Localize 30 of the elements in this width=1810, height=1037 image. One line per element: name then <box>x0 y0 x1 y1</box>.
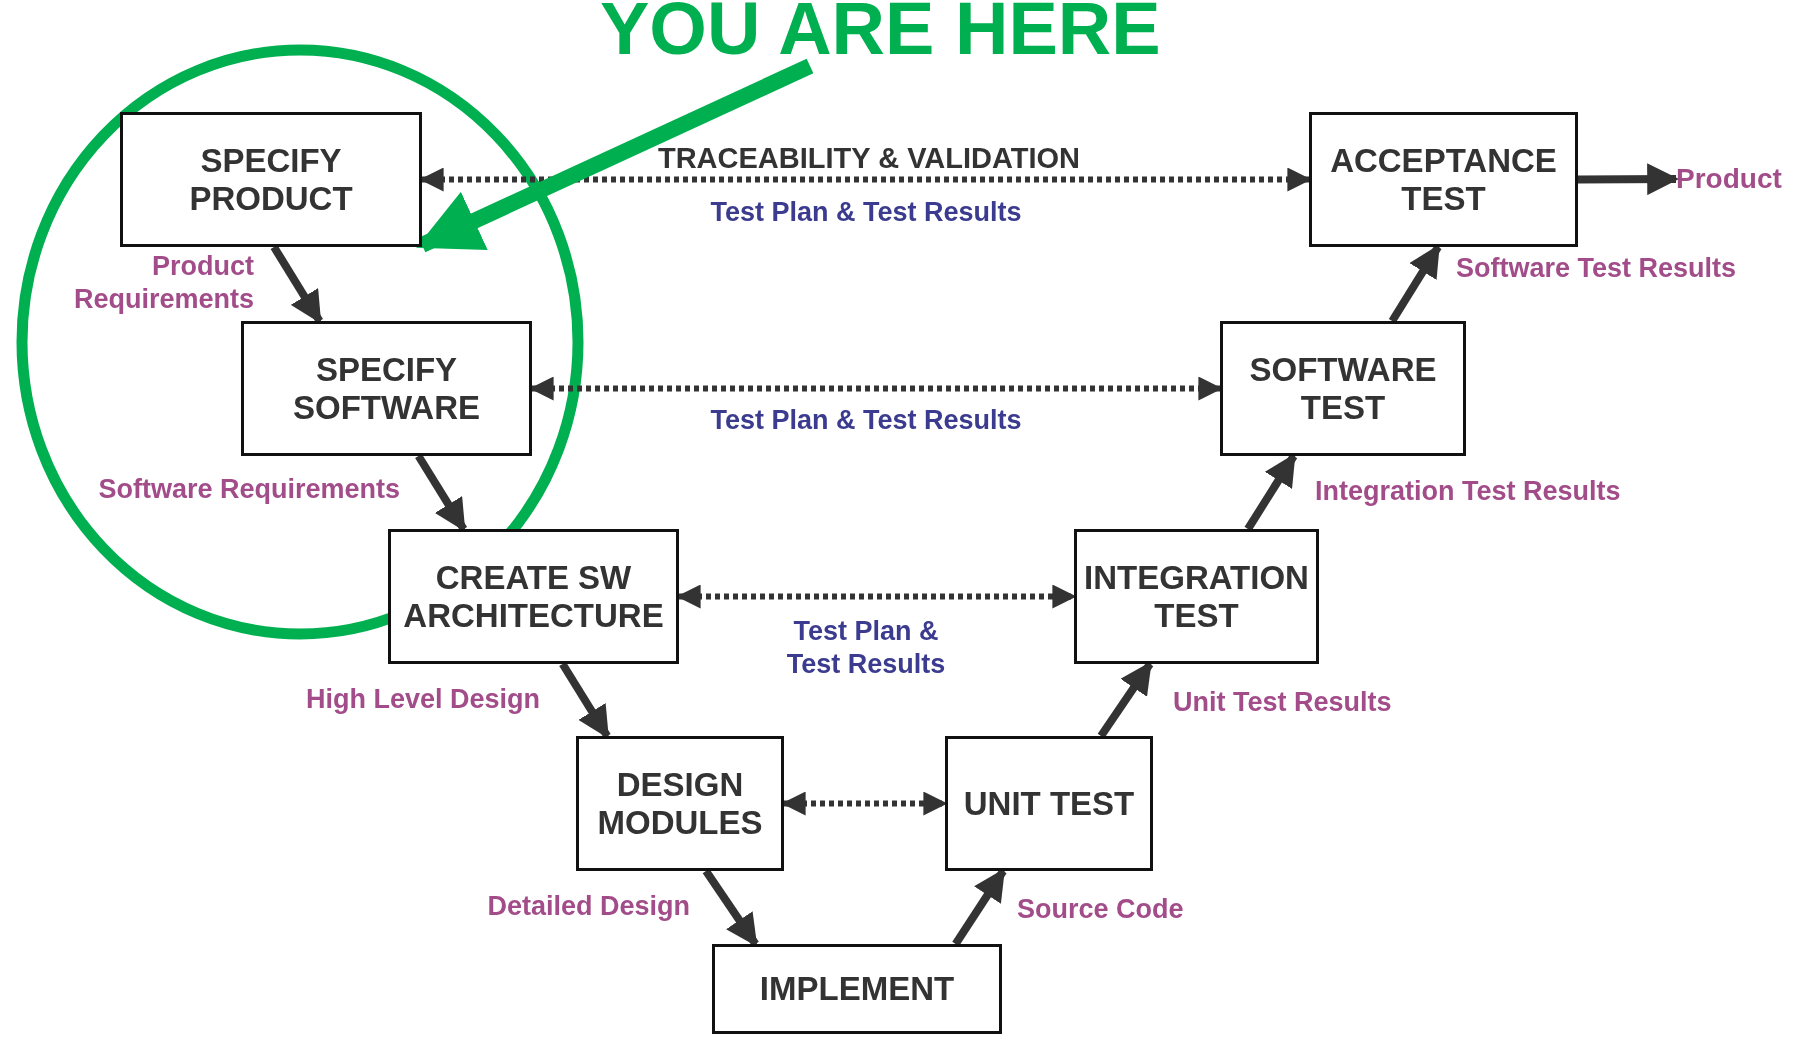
box-label: SOFTWARE TEST <box>1248 350 1438 427</box>
process-box <box>388 529 679 664</box>
process-box <box>241 321 532 456</box>
edge-label: Software Test Results <box>1456 252 1738 285</box>
box-label: UNIT TEST <box>963 784 1135 823</box>
box-label: CREATE SW ARCHITECTURE <box>402 558 665 635</box>
arrow <box>1577 163 1680 196</box>
process-box <box>712 944 1002 1034</box>
box-label: SPECIFY SOFTWARE <box>292 350 481 427</box>
process-box <box>1220 321 1466 456</box>
box-label: DESIGN MODULES <box>596 765 764 842</box>
edge-label: Integration Test Results <box>1315 475 1622 508</box>
box-label: INTEGRATION TEST <box>1083 558 1310 635</box>
process-box <box>1074 529 1319 664</box>
process-box <box>945 736 1153 871</box>
process-box <box>1309 112 1578 247</box>
box-label: ACCEPTANCE TEST <box>1329 141 1558 218</box>
edge-label: Source Code <box>1017 893 1185 926</box>
section-heading: TRACEABILITY & VALIDATION <box>656 142 1082 175</box>
callout-text: YOU ARE HERE <box>600 0 1200 66</box>
edge-label: Product Requirements <box>72 250 254 316</box>
edge-label: Unit Test Results <box>1173 686 1393 719</box>
box-label: IMPLEMENT <box>759 970 955 1008</box>
edge-label: Detailed Design <box>486 890 690 923</box>
output-label: Product <box>1676 160 1794 198</box>
edge-label: Software Requirements <box>97 473 400 506</box>
edge-label: High Level Design <box>304 683 540 716</box>
process-box <box>576 736 784 871</box>
box-label: SPECIFY PRODUCT <box>188 141 354 218</box>
process-box <box>120 112 422 247</box>
